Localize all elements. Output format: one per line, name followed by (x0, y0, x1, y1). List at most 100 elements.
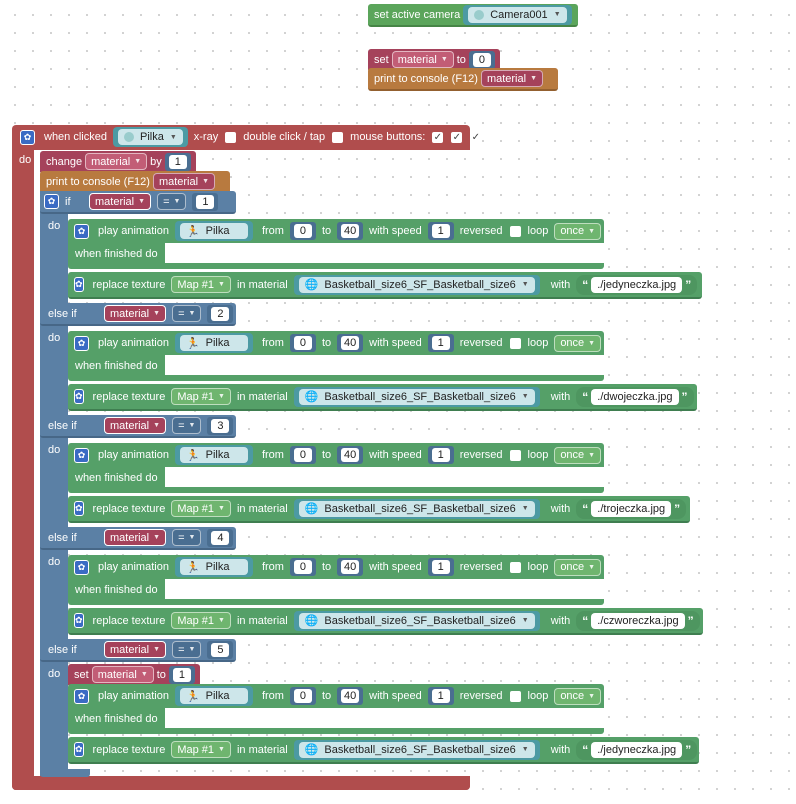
variable-dropdown[interactable]: material▼ (104, 417, 167, 434)
set-material-block[interactable]: set material▼ to 0 (368, 49, 500, 72)
loop-dropdown[interactable]: once▼ (554, 558, 602, 576)
variable-dropdown[interactable]: material▼ (104, 529, 167, 546)
reversed-checkbox[interactable] (509, 337, 521, 349)
reversed-checkbox[interactable] (509, 690, 521, 702)
map-dropdown[interactable]: Map #1▼ (171, 276, 231, 293)
to-value[interactable]: 40 (341, 560, 360, 574)
gear-icon[interactable]: ✿ (74, 742, 84, 757)
material-dropdown[interactable]: 🌐Basketball_size6_SF_Basketball_size6▼ (298, 500, 535, 517)
from-value[interactable]: 0 (293, 224, 312, 238)
compare-value[interactable]: 1 (196, 194, 215, 209)
mouse-right-checkbox[interactable]: ✓ (470, 131, 482, 143)
from-value[interactable]: 0 (293, 448, 312, 462)
object-dropdown[interactable]: Pilka▼ (117, 129, 183, 145)
mouse-middle-checkbox[interactable]: ✓ (451, 131, 463, 143)
compare-value[interactable]: 5 (211, 642, 230, 657)
number-input[interactable]: 1 (168, 154, 187, 169)
gear-icon[interactable]: ✿ (74, 501, 84, 516)
gear-icon[interactable]: ✿ (20, 129, 35, 145)
from-value[interactable]: 0 (293, 336, 312, 350)
material-dropdown[interactable]: 🌐Basketball_size6_SF_Basketball_size6▼ (298, 612, 535, 629)
gear-icon[interactable]: ✿ (74, 688, 89, 704)
variable-dropdown[interactable]: material▼ (91, 666, 154, 683)
loop-dropdown[interactable]: once▼ (554, 222, 602, 240)
reversed-checkbox[interactable] (509, 561, 521, 573)
speed-value[interactable]: 1 (431, 448, 450, 462)
to-value[interactable]: 40 (341, 336, 360, 350)
texture-file-input[interactable]: ./czworeczka.jpg (591, 612, 685, 629)
material-dropdown[interactable]: 🌐Basketball_size6_SF_Basketball_size6▼ (298, 276, 535, 293)
map-dropdown[interactable]: Map #1▼ (171, 612, 231, 629)
animation-object-dropdown[interactable]: 🏃Pilka (179, 447, 248, 463)
change-variable-block[interactable]: change material▼ by 1 (40, 151, 196, 174)
mouse-left-checkbox[interactable]: ✓ (432, 131, 444, 143)
speed-value[interactable]: 1 (431, 689, 450, 703)
speed-value[interactable]: 1 (431, 224, 450, 238)
speed-value[interactable]: 1 (431, 336, 450, 350)
gear-icon[interactable]: ✿ (74, 335, 89, 351)
animation-object-dropdown[interactable]: 🏃Pilka (179, 559, 248, 575)
gear-icon[interactable]: ✿ (74, 559, 89, 575)
material-dropdown[interactable]: 🌐Basketball_size6_SF_Basketball_size6▼ (298, 741, 535, 758)
from-value[interactable]: 0 (293, 560, 312, 574)
gear-icon[interactable]: ✿ (74, 277, 84, 292)
texture-file-input[interactable]: ./jedyneczka.jpg (591, 741, 683, 758)
variable-dropdown[interactable]: material▼ (104, 305, 167, 322)
to-value[interactable]: 40 (341, 224, 360, 238)
print-console-block[interactable]: print to console (F12) material▼ (40, 171, 230, 194)
operator-dropdown[interactable]: =▼ (172, 529, 202, 546)
operator-dropdown[interactable]: =▼ (172, 305, 202, 322)
variable-dropdown[interactable]: material▼ (152, 173, 215, 190)
loop-dropdown[interactable]: once▼ (554, 687, 602, 705)
from-value[interactable]: 0 (293, 689, 312, 703)
animation-object-dropdown[interactable]: 🏃Pilka (179, 688, 248, 704)
xray-checkbox[interactable] (225, 131, 237, 143)
set-active-camera-block[interactable]: set active camera Camera001▼ (368, 4, 578, 27)
compare-value[interactable]: 4 (211, 530, 230, 545)
reversed-checkbox[interactable] (509, 225, 521, 237)
operator-dropdown[interactable]: =▼ (157, 193, 187, 210)
loop-dropdown[interactable]: once▼ (554, 334, 602, 352)
gear-icon[interactable]: ✿ (44, 194, 59, 209)
operator-dropdown[interactable]: =▼ (172, 417, 202, 434)
loop-dropdown[interactable]: once▼ (554, 446, 602, 464)
texture-file-input[interactable]: ./dwojeczka.jpg (591, 388, 679, 405)
texture-file-input[interactable]: ./trojeczka.jpg (591, 500, 672, 517)
print-console-block[interactable]: print to console (F12) material▼ (368, 68, 558, 91)
double-click-checkbox[interactable] (332, 131, 344, 143)
camera-dropdown[interactable]: Camera001▼ (468, 6, 567, 23)
map-dropdown[interactable]: Map #1▼ (171, 741, 231, 758)
compare-value[interactable]: 2 (211, 306, 230, 321)
animation-object-dropdown[interactable]: 🏃Pilka (179, 335, 248, 351)
to-value[interactable]: 40 (341, 448, 360, 462)
to-value[interactable]: 40 (341, 689, 360, 703)
material-dropdown[interactable]: 🌐Basketball_size6_SF_Basketball_size6▼ (298, 388, 535, 405)
compare-value[interactable]: 3 (211, 418, 230, 433)
variable-dropdown[interactable]: material▼ (104, 641, 167, 658)
map-dropdown[interactable]: Map #1▼ (171, 500, 231, 517)
number-input[interactable]: 1 (172, 667, 191, 682)
gear-icon[interactable]: ✿ (74, 389, 84, 404)
gear-icon[interactable]: ✿ (74, 447, 89, 463)
gear-icon[interactable]: ✿ (74, 223, 89, 239)
variable-dropdown[interactable]: material▼ (89, 193, 152, 210)
operator-dropdown[interactable]: =▼ (172, 641, 202, 658)
gear-icon[interactable]: ✿ (74, 613, 84, 628)
variable-dropdown[interactable]: material▼ (480, 70, 543, 87)
reversed-checkbox[interactable] (509, 449, 521, 461)
texture-file-input[interactable]: ./jedyneczka.jpg (591, 276, 683, 293)
variable-dropdown[interactable]: material▼ (391, 51, 454, 68)
animation-object-dropdown[interactable]: 🏃Pilka (179, 223, 248, 239)
map-dropdown[interactable]: Map #1▼ (171, 388, 231, 405)
variable-dropdown[interactable]: material▼ (85, 153, 148, 170)
